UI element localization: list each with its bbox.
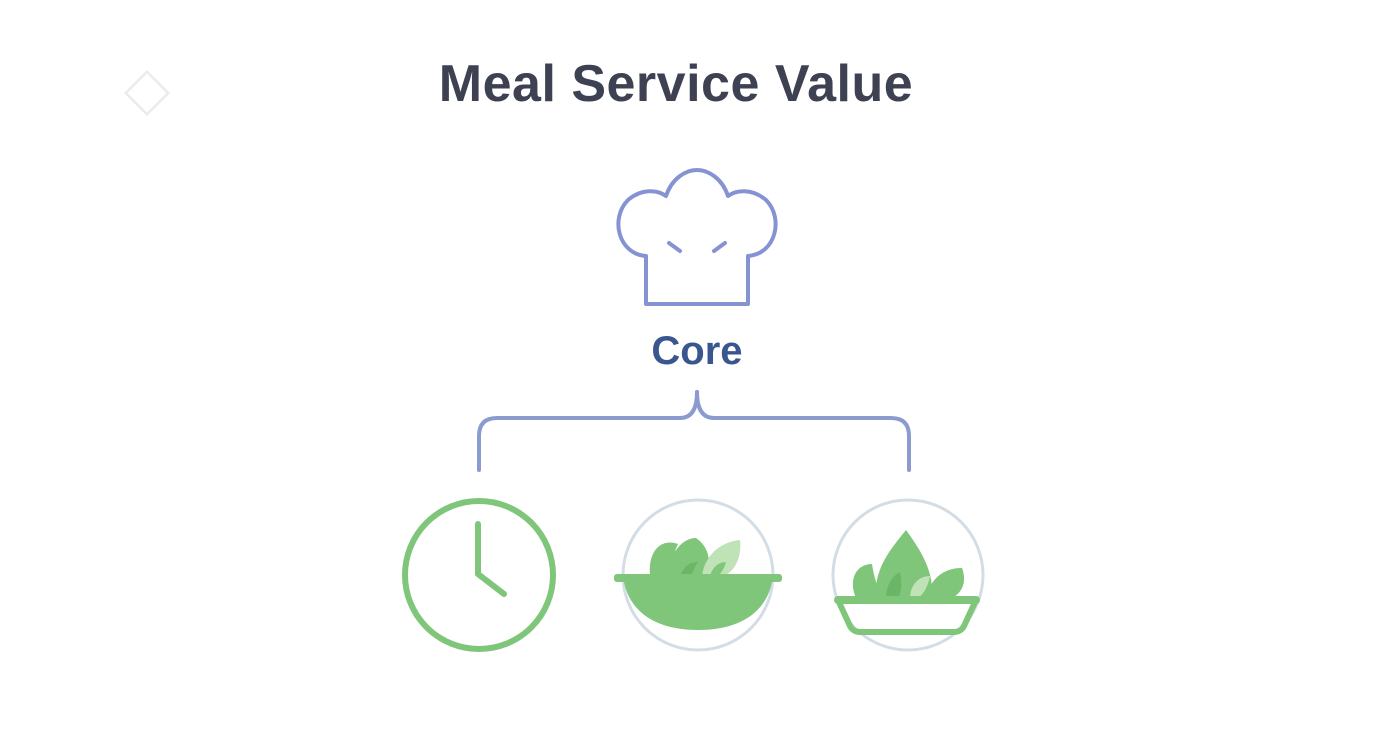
chef-hat-icon	[604, 160, 790, 316]
core-label: Core	[651, 329, 743, 373]
diamond-icon	[118, 64, 176, 122]
salad-plate-icon	[826, 494, 990, 656]
page-title: Meal Service Value	[438, 55, 914, 113]
branch-connector	[470, 386, 920, 476]
salad-bowl-icon	[612, 494, 784, 656]
clock-icon	[398, 494, 560, 656]
